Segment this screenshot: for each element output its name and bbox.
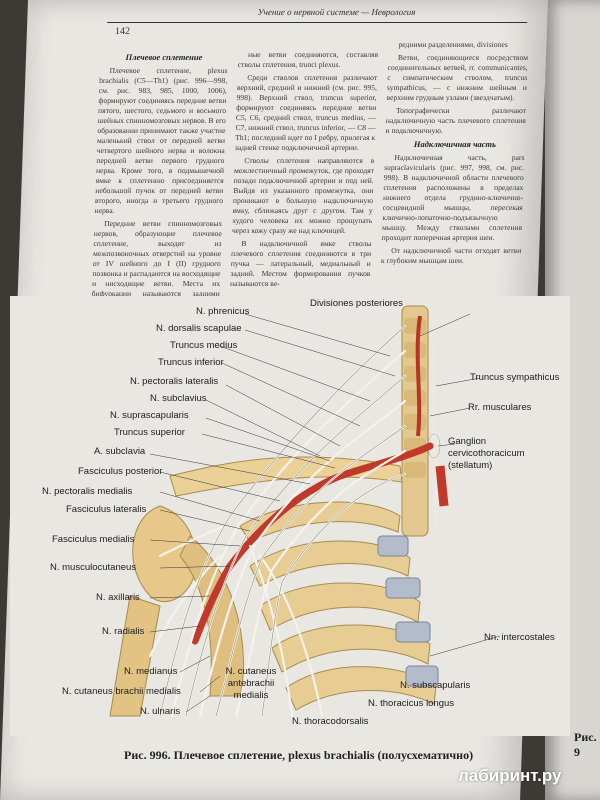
text-column-2: ные ветви соединяются, составляя стволы … bbox=[230, 50, 378, 292]
label-n-cutaneus-brachii-medialis: N. cutaneus brachii medialis bbox=[62, 686, 181, 697]
label-n-cutaneus-antebrachii-medialis: N. cutaneus antebrachii medialis bbox=[225, 666, 277, 701]
paragraph: Стволы сплетения направляются в межлестн… bbox=[231, 156, 375, 235]
figure-caption: Рис. 996. Плечевое сплетение, plexus bra… bbox=[124, 748, 474, 762]
watermark: лабиринт.ру bbox=[458, 766, 562, 785]
label-nn-intercostales: Nn. intercostales bbox=[484, 632, 555, 643]
paragraph: ные ветви соединяются, составляя стволы … bbox=[237, 50, 379, 69]
paragraph: Плечевое сплетение, plexus brachialis (C… bbox=[94, 66, 228, 215]
label-n-pectoralis-lateralis: N. pectoralis lateralis bbox=[130, 376, 219, 387]
humerus-shaft bbox=[109, 595, 161, 717]
sympathetic-trunk bbox=[430, 315, 438, 527]
text-column-3: редними разделениями, divisiones Ветви, … bbox=[381, 40, 529, 269]
label-n-thoracodorsalis: N. thoracodorsalis bbox=[292, 716, 369, 727]
running-head: Учение о нервной системе — Неврология bbox=[257, 7, 416, 17]
label-n-pectoralis-medialis: N. pectoralis medialis bbox=[42, 486, 133, 497]
paragraph: Топографически различают надключичную ча… bbox=[385, 106, 527, 135]
label-n-thoracicus-longus: N. thoracicus longus bbox=[368, 698, 455, 709]
label-truncus-medius: Truncus medius bbox=[170, 340, 238, 351]
label-n-subscapularis: N. subscapularis bbox=[400, 680, 471, 691]
label-truncus-superior: Truncus superior bbox=[114, 427, 185, 438]
header-rule bbox=[107, 22, 528, 23]
costal-cartilages bbox=[377, 535, 439, 687]
label-ganglion-cervicothoracicum: Ganglion cervicothoracicum (stellatum) bbox=[448, 436, 525, 471]
label-fasciculus-medialis: Fasciculus medialis bbox=[52, 534, 135, 545]
label-n-medianus: N. medianus bbox=[124, 666, 178, 677]
nerve-outlines bbox=[159, 325, 406, 717]
paragraph: Среди стволов сплетения различают верхни… bbox=[234, 73, 378, 152]
label-fasciculus-lateralis: Fasciculus lateralis bbox=[66, 504, 147, 515]
label-n-ulnaris: N. ulnaris bbox=[140, 706, 181, 717]
label-n-suprascapularis: N. suprascapularis bbox=[110, 410, 189, 421]
text-column-1: Плечевое сплетение Плечевое сплетение, p… bbox=[91, 50, 228, 322]
label-fasciculus-posterior: Fasciculus posterior bbox=[78, 466, 163, 477]
label-divisiones-posteriores: Divisiones posteriores bbox=[310, 298, 403, 309]
label-truncus-inferior: Truncus inferior bbox=[158, 357, 224, 368]
ribs bbox=[239, 501, 437, 711]
paragraph: редними разделениями, divisiones bbox=[398, 40, 508, 49]
label-truncus-sympathicus: Truncus sympathicus bbox=[470, 372, 560, 383]
paragraph: От надключичной части отходят ветви к гл… bbox=[380, 246, 522, 265]
paragraph: В надключичной ямке стволы плечевого спл… bbox=[229, 239, 372, 288]
label-n-axillaris: N. axillaris bbox=[96, 592, 140, 603]
paragraph: Ветви, соединяющиеся посредством соедини… bbox=[386, 53, 529, 102]
anatomy-illustration bbox=[10, 296, 570, 736]
vertebral-artery bbox=[415, 315, 422, 437]
label-n-phrenicus: N. phrenicus bbox=[196, 306, 250, 317]
vertebral-column bbox=[401, 305, 429, 537]
paragraph: Надключичная часть, pars supraclavicular… bbox=[381, 153, 525, 242]
label-rr-musculares: Rr. musculares bbox=[468, 402, 532, 413]
brachial-plexus-figure: N. phrenicus N. dorsalis scapulae Truncu… bbox=[10, 296, 570, 736]
label-n-radialis: N. radialis bbox=[102, 626, 145, 637]
label-n-musculocutaneus: N. musculocutaneus bbox=[50, 562, 137, 573]
section-heading: Плечевое сплетение bbox=[125, 52, 203, 62]
label-a-subclavia: A. subclavia bbox=[94, 446, 146, 457]
facing-page-caption-fragment: Рис. 9 bbox=[574, 730, 597, 759]
label-n-subclavius: N. subclavius bbox=[150, 393, 207, 404]
section-heading: Надключичная часть bbox=[413, 139, 497, 149]
clavicle bbox=[169, 456, 403, 497]
label-n-dorsalis-scapulae: N. dorsalis scapulae bbox=[156, 323, 242, 334]
aortic-branch bbox=[435, 465, 449, 507]
leader-lines bbox=[149, 313, 501, 713]
page-number: 142 bbox=[114, 26, 131, 37]
